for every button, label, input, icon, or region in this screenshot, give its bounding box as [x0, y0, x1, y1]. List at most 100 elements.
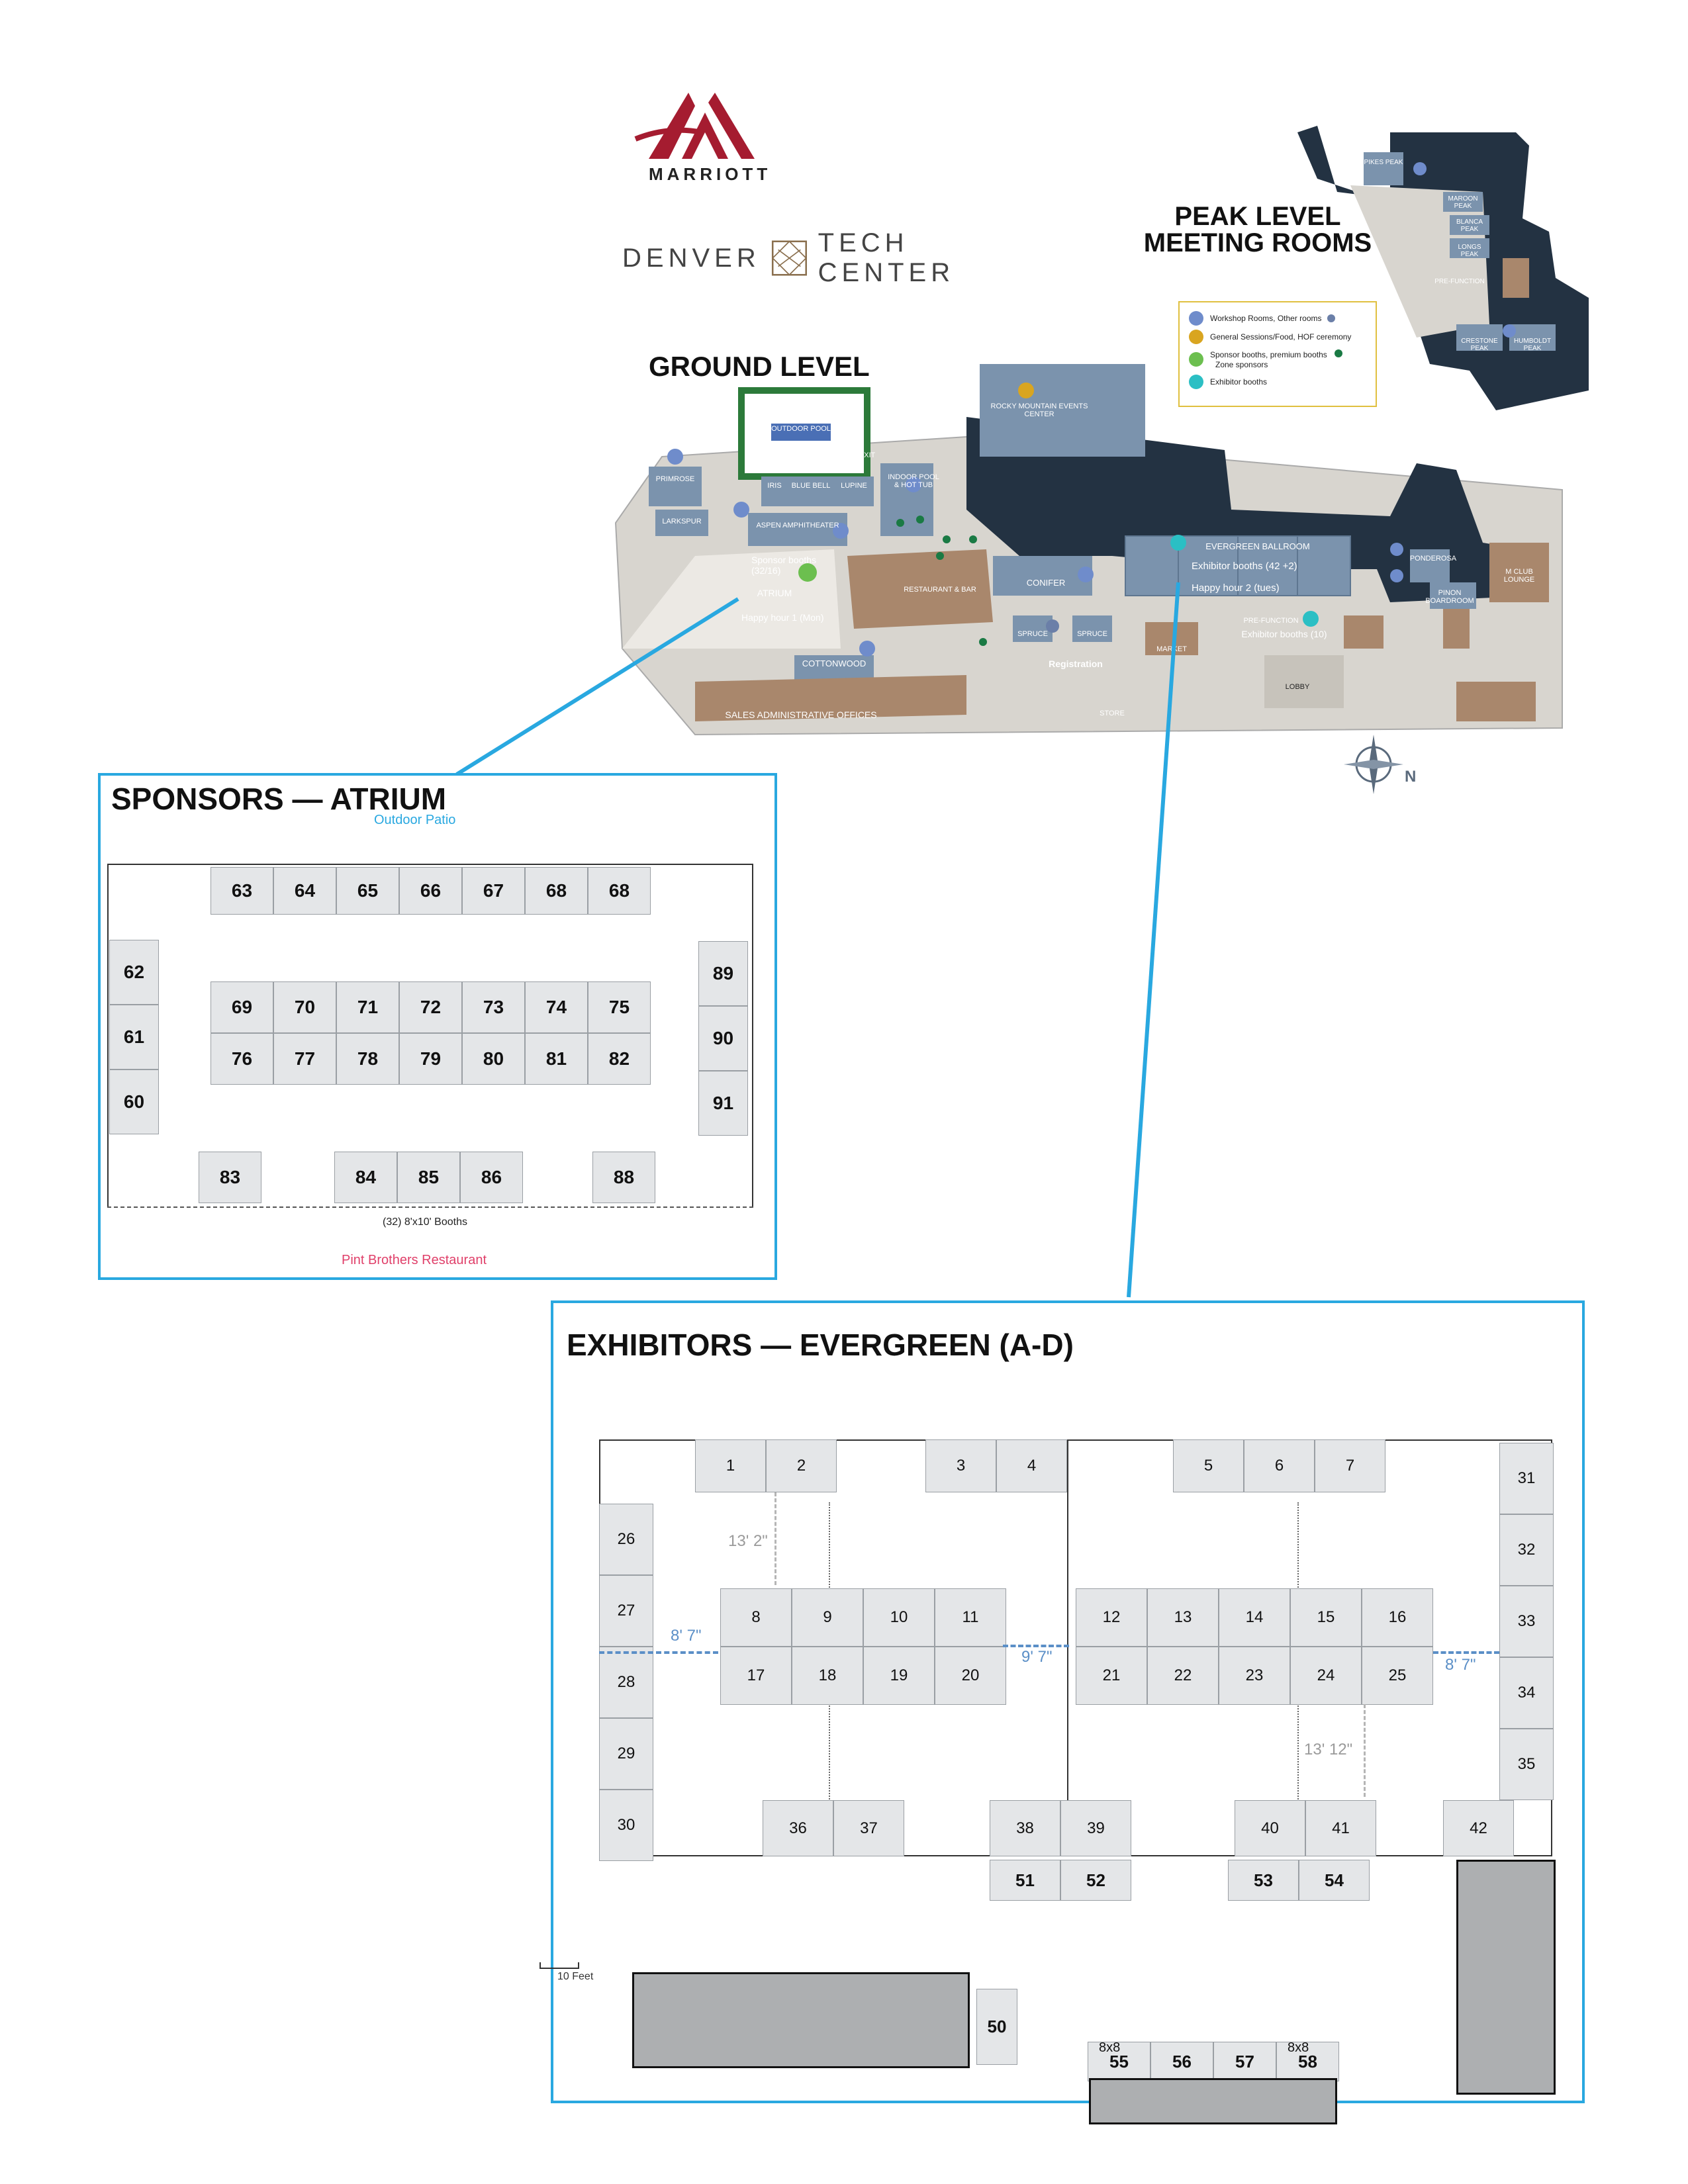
legend-exhibitor-label: Exhibitor booths: [1210, 377, 1268, 387]
booth-22: 22: [1147, 1647, 1219, 1705]
booth-50: 50: [976, 1989, 1017, 2065]
booth-23: 23: [1219, 1647, 1290, 1705]
legend-item-general: General Sessions/Food, HOF ceremony: [1189, 328, 1366, 346]
compass-north-label: N: [1405, 768, 1417, 786]
booth-35: 35: [1499, 1729, 1554, 1800]
room-conifer: CONIFER: [1026, 578, 1066, 588]
booth-56: 56: [1150, 2042, 1213, 2081]
dim-line-4: [774, 1492, 776, 1585]
booth-69: 69: [211, 981, 273, 1033]
booth-25: 25: [1362, 1647, 1433, 1705]
booth-18: 18: [792, 1647, 863, 1705]
booth-66: 66: [399, 867, 462, 915]
room-outdoor-pool: OUTDOOR POOL: [771, 425, 831, 433]
dim-line-5: [1364, 1704, 1366, 1797]
booth-42: 42: [1443, 1800, 1514, 1856]
ground-level-title: GROUND LEVEL: [649, 351, 870, 382]
room-restaurant: RESTAURANT & BAR: [904, 586, 976, 594]
room-pikes: PIKES PEAK: [1364, 159, 1403, 166]
booth-19: 19: [863, 1647, 935, 1705]
booth-63: 63: [211, 867, 273, 915]
room-sales: SALES ADMINISTRATIVE OFFICES: [725, 709, 877, 720]
booth-34: 34: [1499, 1657, 1554, 1729]
booth-38: 38: [990, 1800, 1060, 1856]
dim-label-3: 8' 7": [1445, 1656, 1476, 1674]
booth-72: 72: [399, 981, 462, 1033]
venue-emblem-icon: [771, 240, 807, 276]
structure-block-right: [1456, 1860, 1556, 2095]
booth-81: 81: [525, 1033, 588, 1085]
annotation-registration: Registration: [1049, 659, 1103, 669]
atrium-bottom-edge: [107, 1206, 753, 1208]
dim-label-1: 8' 7": [671, 1627, 702, 1645]
booth-16: 16: [1362, 1588, 1433, 1647]
compass: N: [1344, 735, 1417, 807]
booth-77: 77: [273, 1033, 336, 1085]
scale-bar: [539, 1962, 579, 1969]
booth-91: 91: [698, 1071, 748, 1136]
booth-85: 85: [397, 1152, 460, 1203]
map-legend: Workshop Rooms, Other rooms General Sess…: [1178, 301, 1377, 407]
compass-icon: [1344, 735, 1403, 794]
booth-6: 6: [1244, 1439, 1315, 1492]
room-rocky-mountain: ROCKY MOUNTAIN EVENTS CENTER: [990, 402, 1088, 418]
booth-31: 31: [1499, 1443, 1554, 1514]
ground-level-map: [614, 364, 1563, 736]
booth-53: 53: [1228, 1860, 1299, 1901]
venue-logo: DENVER TECH CENTER: [622, 228, 1019, 287]
booth-30: 30: [599, 1790, 653, 1861]
dim-line-2: [1003, 1645, 1069, 1647]
booth-51: 51: [990, 1860, 1060, 1901]
legend-general-label: General Sessions/Food, HOF ceremony: [1210, 332, 1352, 341]
room-store: STORE: [1100, 709, 1125, 717]
sponsors-bottom-note: Pint Brothers Restaurant: [342, 1253, 487, 1267]
dim-line-1: [599, 1651, 718, 1654]
structure-block-bottom: [1089, 2078, 1337, 2124]
room-humboldt: HUMBOLDT PEAK: [1513, 338, 1552, 352]
peak-level-map: [1297, 126, 1589, 410]
booth-3: 3: [925, 1439, 996, 1492]
booth-80: 80: [462, 1033, 525, 1085]
room-longs: LONGS PEAK: [1458, 244, 1481, 258]
legend-zone-label: Zone sponsors: [1215, 359, 1268, 369]
room-blue-bell: BLUE BELL: [791, 482, 831, 490]
room-spruce-b: SPRUCE: [1077, 630, 1107, 638]
booth-28: 28: [599, 1647, 653, 1718]
room-aspen: ASPEN AMPHITHEATER: [756, 522, 839, 529]
booth-90: 90: [698, 1006, 748, 1071]
booth-54: 54: [1299, 1860, 1370, 1901]
booth-1: 1: [695, 1439, 766, 1492]
dim-line-3: [1433, 1651, 1499, 1654]
room-fitness: FITNESS CENTER: [1468, 736, 1531, 744]
booth-7: 7: [1315, 1439, 1385, 1492]
room-primrose: PRIMROSE: [655, 475, 695, 483]
booth-27: 27: [599, 1575, 653, 1647]
scale-label: 10 Feet: [557, 1971, 594, 1982]
booth-29: 29: [599, 1718, 653, 1790]
structure-block-left: [632, 1972, 970, 2068]
booth-8: 8: [720, 1588, 792, 1647]
booth-33: 33: [1499, 1586, 1554, 1657]
legend-premium-dot-icon: [1335, 349, 1343, 357]
legend-exhibitor-dot-icon: [1189, 375, 1203, 389]
booth-76: 76: [211, 1033, 273, 1085]
room-crestone: CRESTONE PEAK: [1461, 338, 1498, 352]
booth-41: 41: [1305, 1800, 1376, 1856]
legend-other-dot-icon: [1327, 314, 1335, 322]
booth-62: 62: [109, 940, 159, 1005]
booth-84: 84: [334, 1152, 397, 1203]
marriott-logo: MARRIOTT: [629, 86, 774, 185]
annotation-happy-hour-2: Happy hour 2 (tues): [1192, 582, 1280, 594]
booth-24: 24: [1290, 1647, 1362, 1705]
booth-71: 71: [336, 981, 399, 1033]
booth-37: 37: [833, 1800, 904, 1856]
booth-26: 26: [599, 1504, 653, 1575]
marriott-m-icon: [634, 93, 755, 159]
legend-workshop-label: Workshop Rooms, Other rooms: [1210, 314, 1322, 323]
room-spruce-a: SPRUCE: [1017, 630, 1048, 638]
venue-right: TECH CENTER: [818, 228, 955, 287]
booth-73: 73: [462, 981, 525, 1033]
booth-13: 13: [1147, 1588, 1219, 1647]
booth-74: 74: [525, 981, 588, 1033]
